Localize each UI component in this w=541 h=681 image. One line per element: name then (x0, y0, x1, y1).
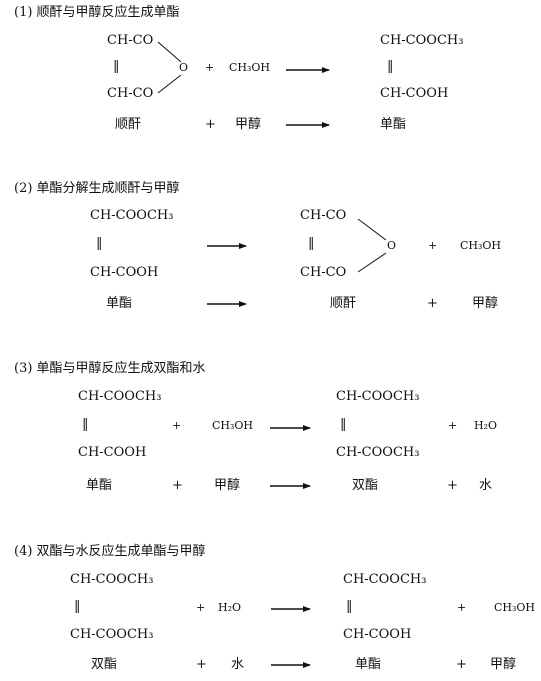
word-plus: + (205, 117, 216, 132)
monoester-bottom: CH-COOH (380, 86, 449, 101)
double-bond: ‖ (340, 417, 347, 432)
word-monoester: 单酯 (86, 478, 113, 493)
word-water: 水 (231, 657, 245, 672)
word-methanol: 甲醇 (490, 657, 517, 672)
methanol-formula: CH₃OH (460, 239, 502, 252)
anhydride-top: CH-CO (107, 33, 154, 48)
word-monoester: 单酯 (380, 117, 407, 132)
water-formula: H₂O (218, 601, 242, 614)
plus-sign: + (448, 419, 458, 432)
word-plus: + (447, 478, 458, 493)
double-bond: ‖ (346, 599, 353, 614)
word-diester: 双酯 (352, 478, 379, 493)
monoester-top: CH-COOCH₃ (90, 208, 174, 223)
word-water: 水 (479, 478, 493, 493)
diester-bottom: CH-COOCH₃ (70, 627, 154, 642)
double-bond: ‖ (74, 599, 81, 614)
diester-top: CH-COOCH₃ (70, 572, 154, 587)
monoester-top: CH-COOCH₃ (78, 389, 162, 404)
word-maleic-anhydride: 顺酐 (115, 117, 142, 132)
methanol-formula: CH₃OH (494, 601, 536, 614)
double-bond: ‖ (308, 236, 315, 251)
anhydride-top: CH-CO (300, 208, 347, 223)
anhydride-bottom: CH-CO (300, 265, 347, 280)
plus-sign: + (457, 601, 467, 614)
double-bond: ‖ (96, 236, 103, 251)
word-methanol: 甲醇 (472, 296, 499, 311)
ring-oxygen: O (179, 61, 189, 74)
monoester-bottom: CH-COOH (343, 627, 412, 642)
word-plus: + (172, 478, 183, 493)
monoester-top: CH-COOCH₃ (380, 33, 464, 48)
ring-oxygen: O (387, 239, 397, 252)
monoester-top: CH-COOCH₃ (343, 572, 427, 587)
section-3-header: (3) 单酯与甲醇反应生成双酯和水 (14, 361, 206, 376)
ring-bond-line (357, 252, 387, 273)
ring-bond-line (357, 218, 387, 241)
monoester-bottom: CH-COOH (90, 265, 159, 280)
ring-bond-line (157, 41, 182, 63)
double-bond: ‖ (113, 59, 120, 74)
word-methanol: 甲醇 (214, 478, 241, 493)
word-plus: + (427, 296, 438, 311)
plus-sign: + (428, 239, 438, 252)
double-bond: ‖ (387, 59, 394, 74)
section-2-header: (2) 单酯分解生成顺酐与甲醇 (14, 181, 180, 196)
word-maleic-anhydride: 顺酐 (330, 296, 357, 311)
anhydride-bottom: CH-CO (107, 86, 154, 101)
methanol-formula: CH₃OH (229, 61, 271, 74)
monoester-bottom: CH-COOH (78, 445, 147, 460)
word-monoester: 单酯 (355, 657, 382, 672)
section-4-header: (4) 双酯与水反应生成单酯与甲醇 (14, 544, 206, 559)
plus-sign: + (205, 61, 215, 74)
section-1-header: (1) 顺酐与甲醇反应生成单酯 (14, 5, 180, 20)
ring-bond-line (157, 74, 182, 94)
word-methanol: 甲醇 (235, 117, 262, 132)
word-plus: + (456, 657, 467, 672)
word-monoester: 单酯 (106, 296, 133, 311)
double-bond: ‖ (82, 417, 89, 432)
diester-bottom: CH-COOCH₃ (336, 445, 420, 460)
word-diester: 双酯 (91, 657, 118, 672)
diester-top: CH-COOCH₃ (336, 389, 420, 404)
plus-sign: + (172, 419, 182, 432)
water-formula: H₂O (474, 419, 498, 432)
plus-sign: + (196, 601, 206, 614)
word-plus: + (196, 657, 207, 672)
methanol-formula: CH₃OH (212, 419, 254, 432)
